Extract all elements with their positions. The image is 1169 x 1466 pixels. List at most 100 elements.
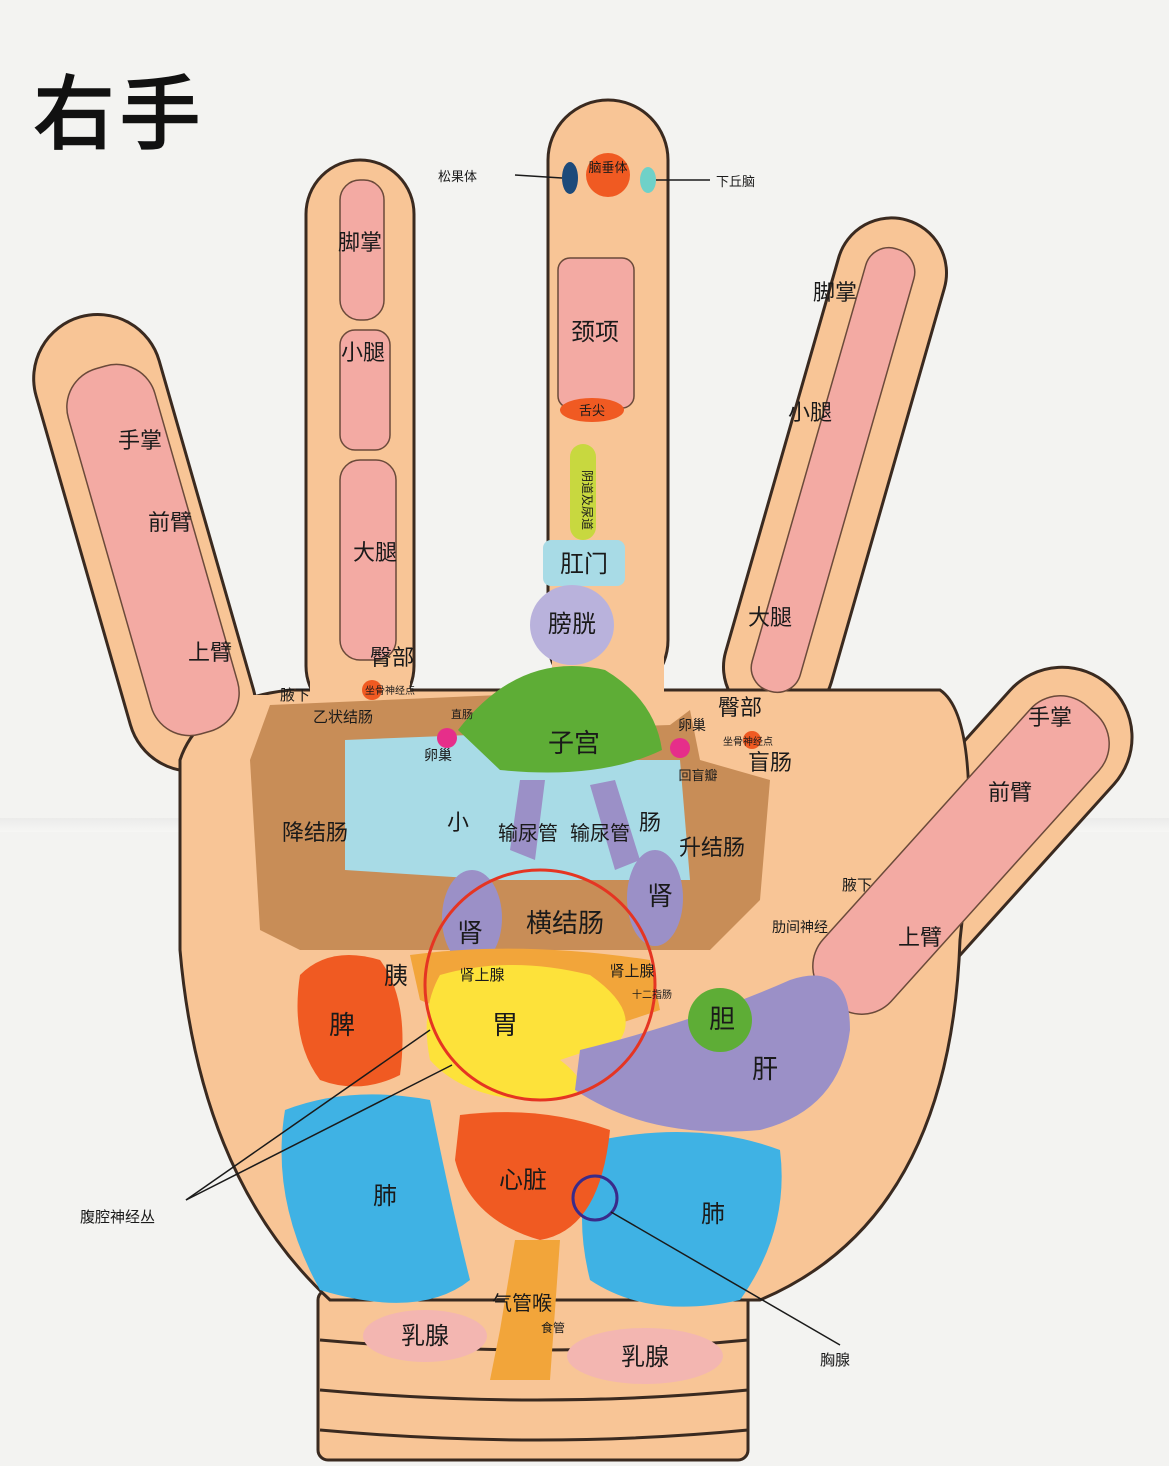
- little-armpit-label: 腋下: [842, 876, 872, 894]
- ureter-right-label: 输尿管: [570, 821, 630, 845]
- anus-zone: [543, 540, 625, 586]
- kidney-right: [627, 850, 683, 946]
- heart-label: 心脏: [499, 1166, 547, 1194]
- celiac-pointer-b: [185, 1064, 453, 1201]
- descending-colon-label: 降结肠: [282, 821, 348, 846]
- thumb-zone: [66, 363, 240, 737]
- sciatic-right-dot: [743, 731, 761, 749]
- lung-right-label: 肺: [701, 1200, 725, 1228]
- thumb-forearm-label: 前臂: [148, 511, 192, 536]
- pancreas-label: 胰: [384, 962, 408, 990]
- lung-left-label: 肺: [373, 1182, 397, 1210]
- tongue-zone: [560, 398, 624, 422]
- ovary-right-dot: [670, 738, 690, 758]
- gallbladder-zone: [688, 988, 752, 1052]
- spleen-zone: [297, 955, 403, 1087]
- rectum-label: 直肠: [451, 707, 473, 721]
- pineal-label: 松果体: [438, 170, 477, 185]
- index-hip-label: 臀部: [370, 646, 414, 671]
- kidney-left-label: 肾: [457, 919, 483, 949]
- uterus-label: 子宫: [548, 729, 600, 759]
- pineal-dot: [562, 162, 578, 194]
- ovary-left-label: 卵巢: [424, 748, 452, 764]
- little-forearm-label: 前臂: [988, 781, 1032, 806]
- small-intestine-label-b: 肠: [639, 811, 661, 836]
- ring-sciatic-label: 坐骨神经点: [723, 735, 773, 748]
- thumb-hand-label: 手掌: [118, 429, 162, 454]
- thumb-upper-arm-label: 上臂: [188, 641, 232, 666]
- vagina-zone: [570, 444, 596, 540]
- breast-left-zone: [363, 1310, 487, 1362]
- ovary-left-dot: [437, 728, 457, 748]
- spleen-label: 脾: [329, 1011, 355, 1041]
- celiac-label: 腹腔神经丛: [80, 1208, 155, 1226]
- hypothalamus-dot: [640, 167, 656, 193]
- sigmoid-label: 乙状结肠: [313, 708, 373, 726]
- intercostal-label: 肋间神经: [772, 920, 828, 936]
- ureter-left-label: 输尿管: [498, 821, 558, 845]
- anus-label: 肛门: [560, 550, 608, 578]
- stomach-zone: [426, 965, 626, 1101]
- thymus-pointer: [610, 1211, 841, 1346]
- index-thigh-zone: [339, 459, 397, 661]
- breast-left-label: 乳腺: [401, 1322, 449, 1350]
- thymus-circle: [571, 1174, 619, 1222]
- celiac-pointer-a: [185, 1029, 431, 1201]
- breast-right-zone: [567, 1328, 723, 1384]
- duodenum-label: 十二指肠: [632, 988, 672, 1001]
- tongue-label: 舌尖: [579, 404, 605, 419]
- sciatic-left-dot: [362, 680, 382, 700]
- bladder-zone: [530, 585, 614, 665]
- index-calf-zone: [339, 329, 391, 451]
- ring-foot-label: 脚掌: [813, 281, 857, 306]
- little-hand-label: 手掌: [1028, 706, 1072, 731]
- bladder-label: 膀胱: [548, 610, 596, 638]
- kidney-right-label: 肾: [647, 882, 673, 912]
- lung-right-zone: [582, 1132, 782, 1307]
- kidney-left: [442, 870, 502, 966]
- cecum-label: 盲肠: [748, 751, 792, 776]
- thymus-label: 胸腺: [820, 1351, 850, 1369]
- ascending-colon-label: 升结肠: [679, 836, 745, 861]
- heart-zone: [455, 1112, 610, 1240]
- thumb-armpit-label: 腋下: [280, 686, 310, 704]
- hypothalamus-label: 下丘脑: [716, 175, 755, 190]
- ring-zone: [750, 246, 916, 694]
- adrenal-right-label: 肾上腺: [609, 962, 654, 980]
- little-upper-arm-label: 上臂: [898, 926, 942, 951]
- lung-left-zone: [281, 1094, 470, 1303]
- index-thigh-label: 大腿: [353, 541, 397, 566]
- celiac-circle: [423, 868, 657, 1102]
- stomach-label: 胃: [492, 1011, 518, 1041]
- index-sciatic-label: 坐骨神经点: [365, 684, 415, 697]
- gallbladder-label: 胆: [709, 1005, 735, 1035]
- uterus-zone: [458, 666, 662, 773]
- pituitary-dot: [586, 153, 630, 197]
- vagina-label: 阴道及尿道: [580, 470, 594, 530]
- ureter-right: [590, 780, 640, 870]
- transverse-colon-label: 横结肠: [526, 909, 604, 939]
- page-title: 右手: [34, 68, 206, 161]
- small-intestine-label-a: 小: [447, 811, 469, 836]
- liver-label: 肝: [752, 1055, 778, 1085]
- ring-calf-label: 小腿: [788, 401, 832, 426]
- pineal-pointer: [514, 174, 563, 179]
- ring-hip-label: 臀部: [718, 696, 762, 721]
- index-foot-label: 脚掌: [338, 231, 382, 256]
- pituitary-label: 脑垂体: [588, 161, 627, 176]
- neck-label: 颈项: [571, 318, 619, 346]
- ileocecal-label: 回盲瓣: [678, 768, 717, 784]
- trachea-zone: [490, 1240, 560, 1380]
- trachea-label: 气管喉: [492, 1291, 552, 1315]
- index-calf-label: 小腿: [341, 341, 385, 366]
- ovary-right-label: 卵巢: [678, 718, 706, 734]
- index-foot-zone: [339, 179, 385, 321]
- ureter-left: [510, 780, 545, 860]
- adrenal-left-label: 肾上腺: [459, 966, 504, 984]
- ring-thigh-label: 大腿: [748, 606, 792, 631]
- breast-right-label: 乳腺: [621, 1343, 669, 1371]
- liver-zone: [575, 975, 850, 1132]
- esophagus-label: 食管: [541, 1320, 565, 1335]
